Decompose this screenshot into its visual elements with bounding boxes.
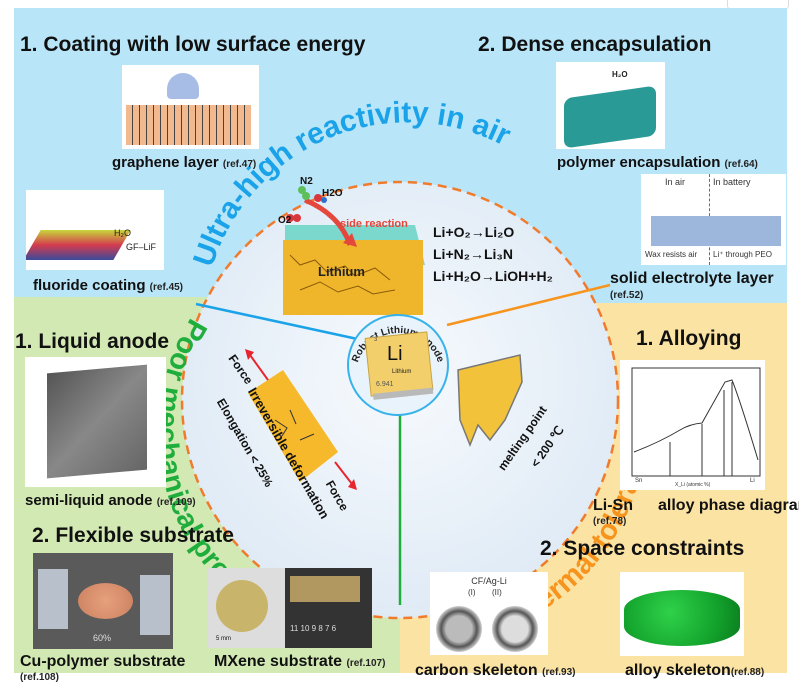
cell-ii-label: (II) xyxy=(492,588,502,597)
flexible-section-title: 2. Flexible substrate xyxy=(32,524,234,547)
coating-section-title: 1. Coating with low surface energy xyxy=(20,33,366,56)
solid-electrolyte-ref: (ref.52) xyxy=(610,290,644,301)
mxene-caption-text: MXene substrate xyxy=(214,653,343,670)
phase-axis-li: Li xyxy=(750,478,755,484)
peo-label: Li⁺ through PEO xyxy=(713,250,772,259)
wax-label: Wax resists air xyxy=(645,250,698,259)
mxene-ref: (ref.107) xyxy=(346,658,386,669)
encapsulation-h2o-label: H₂O xyxy=(612,70,628,79)
reaction-3: Li+H₂O→LiOH+H₂ xyxy=(433,268,553,284)
graphene-caption: graphene layer (ref.47) xyxy=(112,154,256,171)
fluoride-caption: fluoride coating (ref.45) xyxy=(33,277,183,294)
top-margin xyxy=(6,0,786,8)
solid-electrolyte-caption: solid electrolyte layer xyxy=(610,270,774,287)
carbon-skeleton-image: CF/Ag-Li (I) (II) xyxy=(430,572,548,655)
semi-liquid-caption: semi-liquid anode (ref.109) xyxy=(25,492,196,509)
polymer-encapsulation-image: H₂O xyxy=(556,62,665,149)
carbon-caption-text: carbon skeleton xyxy=(415,662,538,679)
fluoride-coating-image: H₂O GF–LiF xyxy=(26,190,164,270)
semi-liquid-ref: (ref.109) xyxy=(156,497,196,508)
in-battery-label: In battery xyxy=(713,177,751,187)
alloy-caption-text: alloy skeleton xyxy=(625,662,731,679)
cu-polymer-percent: 60% xyxy=(93,633,112,643)
polymer-ref: (ref.64) xyxy=(724,159,758,170)
stretched-foil-illustration xyxy=(245,349,357,490)
melted-lithium-illustration xyxy=(457,354,523,448)
alloying-ref: (ref.78) xyxy=(593,516,627,527)
alloying-section-title: 1. Alloying xyxy=(636,327,742,350)
element-symbol: Li xyxy=(387,343,403,365)
polymer-caption-text: polymer encapsulation xyxy=(557,154,721,171)
gas-o2: O2 xyxy=(278,215,292,226)
reaction-2: Li+N₂→Li₃N xyxy=(433,246,513,262)
solid-electrolyte-image: In air In battery Wax resists air Li⁺ th… xyxy=(641,174,786,265)
graphene-layer-image xyxy=(122,65,259,149)
lithium-label: Lithium xyxy=(318,264,365,279)
graphene-caption-text: graphene layer xyxy=(112,154,219,171)
element-name: Lithium xyxy=(392,369,412,375)
fluoride-caption-text: fluoride coating xyxy=(33,277,146,294)
in-air-label: In air xyxy=(664,177,685,187)
encapsulation-section-title: 2. Dense encapsulation xyxy=(478,33,712,56)
phase-diagram-image: Sn Li X_Li (atomic %) xyxy=(620,360,765,490)
cu-polymer-ref: (ref.108) xyxy=(20,672,59,683)
alloy-ref: (ref.88) xyxy=(730,667,765,678)
polymer-caption: polymer encapsulation (ref.64) xyxy=(557,154,758,171)
element-number: 3 xyxy=(374,337,378,343)
cu-polymer-caption: Cu-polymer substrate xyxy=(20,653,186,670)
mxene-ruler: 11 10 9 8 7 6 xyxy=(290,624,337,633)
mxene-image: 11 10 9 8 7 6 5 mm xyxy=(208,568,372,648)
divider-air-thermal xyxy=(446,283,611,327)
semi-liquid-caption-text: semi-liquid anode xyxy=(25,492,153,509)
carbon-skeleton-caption: carbon skeleton (ref.93) xyxy=(415,662,576,680)
fluoride-ref: (ref.45) xyxy=(149,282,184,293)
gas-h2o: H2O xyxy=(322,188,343,199)
phase-diagram-caption: alloy phase diagram xyxy=(658,497,799,514)
side-reaction-label: side reaction xyxy=(340,218,408,230)
alloy-skeleton-image xyxy=(620,572,744,656)
carbon-ref: (ref.93) xyxy=(542,667,576,678)
fluoride-h2o-label: H₂O xyxy=(114,228,131,238)
divider-air-mech xyxy=(195,302,363,342)
space-section-title: 2. Space constraints xyxy=(540,537,745,560)
li-sn-label: Li-Sn xyxy=(593,497,633,514)
cu-polymer-image: 60% xyxy=(33,553,173,649)
gas-n2: N2 xyxy=(300,176,313,187)
liquid-anode-section-title: 1. Liquid anode xyxy=(15,330,170,353)
semi-liquid-anode-image xyxy=(25,357,166,487)
fluoride-gf-lif-label: GF–LiF xyxy=(126,242,157,252)
lithium-block-illustration xyxy=(283,186,425,315)
cell-i-label: (I) xyxy=(468,588,476,597)
graphene-ref: (ref.47) xyxy=(222,159,257,170)
reaction-1: Li+O₂→Li₂O xyxy=(433,224,515,240)
element-tile xyxy=(364,331,434,400)
element-mass: 6.941 xyxy=(376,381,394,388)
phase-axis-sn: Sn xyxy=(635,478,643,484)
dashed-boundary xyxy=(180,180,620,620)
mxene-caption: MXene substrate (ref.107) xyxy=(214,653,385,671)
phase-axis-label: X_Li (atomic %) xyxy=(675,482,711,488)
alloy-skeleton-caption: alloy skeleton(ref.88) xyxy=(625,662,764,680)
mxene-scale: 5 mm xyxy=(216,636,231,642)
cf-ag-li-label: CF/Ag-Li xyxy=(471,576,507,586)
